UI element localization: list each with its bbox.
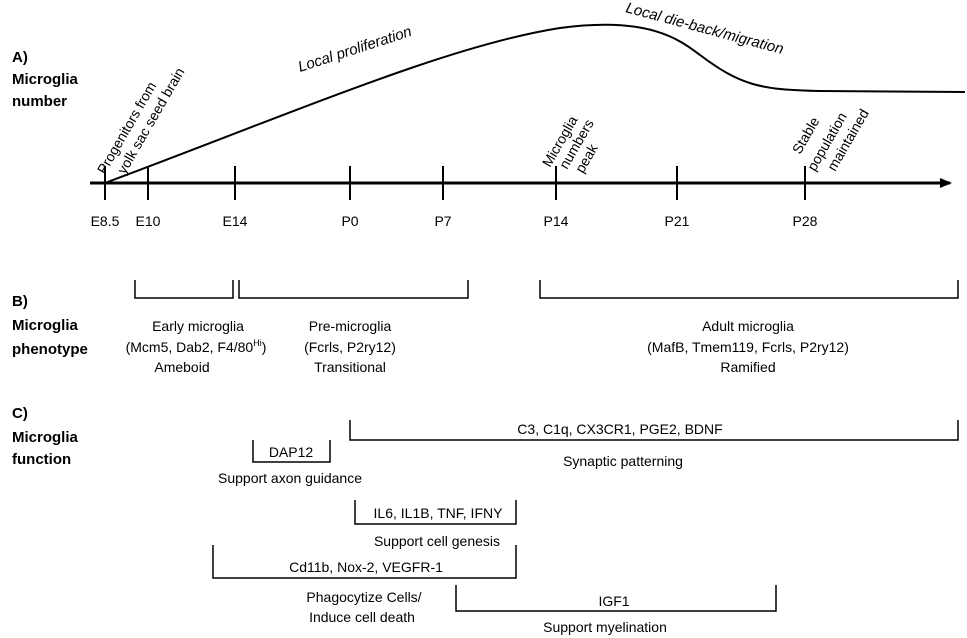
axon-bracket (252, 440, 331, 463)
timeline-tick-label: E10 (136, 213, 161, 229)
timeline-ticks: E8.5 E10 E14 P0 P7 P14 P21 P28 (91, 166, 818, 229)
genesis-label: Support cell genesis (374, 533, 500, 549)
pre-phenotype-bracket (238, 280, 469, 299)
early-markers-close: ) (262, 339, 267, 355)
section-a-line2: number (12, 93, 67, 110)
pre-phenotype-name: Pre-microglia (309, 318, 392, 334)
early-markers-main: (Mcm5, Dab2, F4/80 (126, 339, 254, 355)
peak-note: Microglia numbers peak (539, 113, 602, 176)
section-c-letter: C) (12, 405, 28, 422)
section-b-line1: Microglia (12, 317, 79, 334)
phago-label-line1: Phagocytize Cells/ (306, 589, 421, 605)
adult-phenotype-bracket (539, 280, 959, 299)
early-phenotype-bracket (134, 280, 234, 299)
early-phenotype-name: Early microglia (152, 318, 244, 334)
early-phenotype-state: Ameboid (154, 359, 209, 375)
pre-phenotype: Pre-microglia (Fcrls, P2ry12) Transition… (304, 318, 396, 375)
section-a-line1: Microglia (12, 71, 79, 88)
pre-phenotype-markers: (Fcrls, P2ry12) (304, 339, 396, 355)
pre-phenotype-state: Transitional (314, 359, 386, 375)
function-labels: C3, C1q, CX3CR1, PGE2, BDNF Synaptic pat… (218, 421, 723, 635)
microglia-number-curve (104, 23, 966, 184)
myelin-bracket (455, 585, 777, 612)
timeline-tick-label: P21 (665, 213, 690, 229)
adult-phenotype-state: Ramified (720, 359, 775, 375)
local-proliferation-label: Local proliferation (296, 23, 414, 76)
timeline-tick-label: P7 (434, 213, 451, 229)
timeline-tick-label: P14 (544, 213, 569, 229)
axon-molecules: DAP12 (269, 444, 314, 460)
synaptic-bracket (349, 420, 959, 441)
myelin-label: Support myelination (543, 619, 667, 635)
genesis-molecules: IL6, IL1B, TNF, IFNY (374, 505, 504, 521)
phago-molecules: Cd11b, Nox-2, VEGFR-1 (289, 559, 443, 575)
section-a-header: A) Microglia number (12, 49, 79, 110)
early-phenotype: Early microglia (Mcm5, Dab2, F4/80Hi) Am… (126, 318, 267, 375)
section-b-line2: phenotype (12, 341, 88, 358)
section-b-letter: B) (12, 293, 28, 310)
timeline-tick-label: E8.5 (91, 213, 120, 229)
adult-phenotype-name: Adult microglia (702, 318, 794, 334)
myelin-molecules: IGF1 (598, 593, 629, 609)
axon-label: Support axon guidance (218, 470, 362, 486)
phago-bracket (212, 545, 517, 579)
adult-phenotype: Adult microglia (MafB, Tmem119, Fcrls, P… (647, 318, 849, 375)
timeline-tick-label: P0 (341, 213, 358, 229)
section-a-letter: A) (12, 49, 28, 66)
early-markers-sup: Hi (253, 338, 262, 348)
progenitors-note: Progenitors from yolk sac seed brain (94, 65, 188, 177)
section-c-line2: function (12, 451, 71, 468)
early-phenotype-markers: (Mcm5, Dab2, F4/80Hi) (126, 338, 267, 355)
section-b-header: B) Microglia phenotype (12, 293, 88, 358)
section-c-header: C) Microglia function (12, 405, 79, 468)
phago-label-line2: Induce cell death (309, 609, 415, 625)
synaptic-label: Synaptic patterning (563, 453, 683, 469)
adult-phenotype-markers: (MafB, Tmem119, Fcrls, P2ry12) (647, 339, 849, 355)
genesis-bracket (354, 500, 517, 525)
timeline-tick-label: E14 (223, 213, 248, 229)
synaptic-molecules: C3, C1q, CX3CR1, PGE2, BDNF (517, 421, 722, 437)
stable-note: Stable population maintained (789, 106, 872, 173)
section-c-line1: Microglia (12, 429, 79, 446)
timeline-tick-label: P28 (793, 213, 818, 229)
